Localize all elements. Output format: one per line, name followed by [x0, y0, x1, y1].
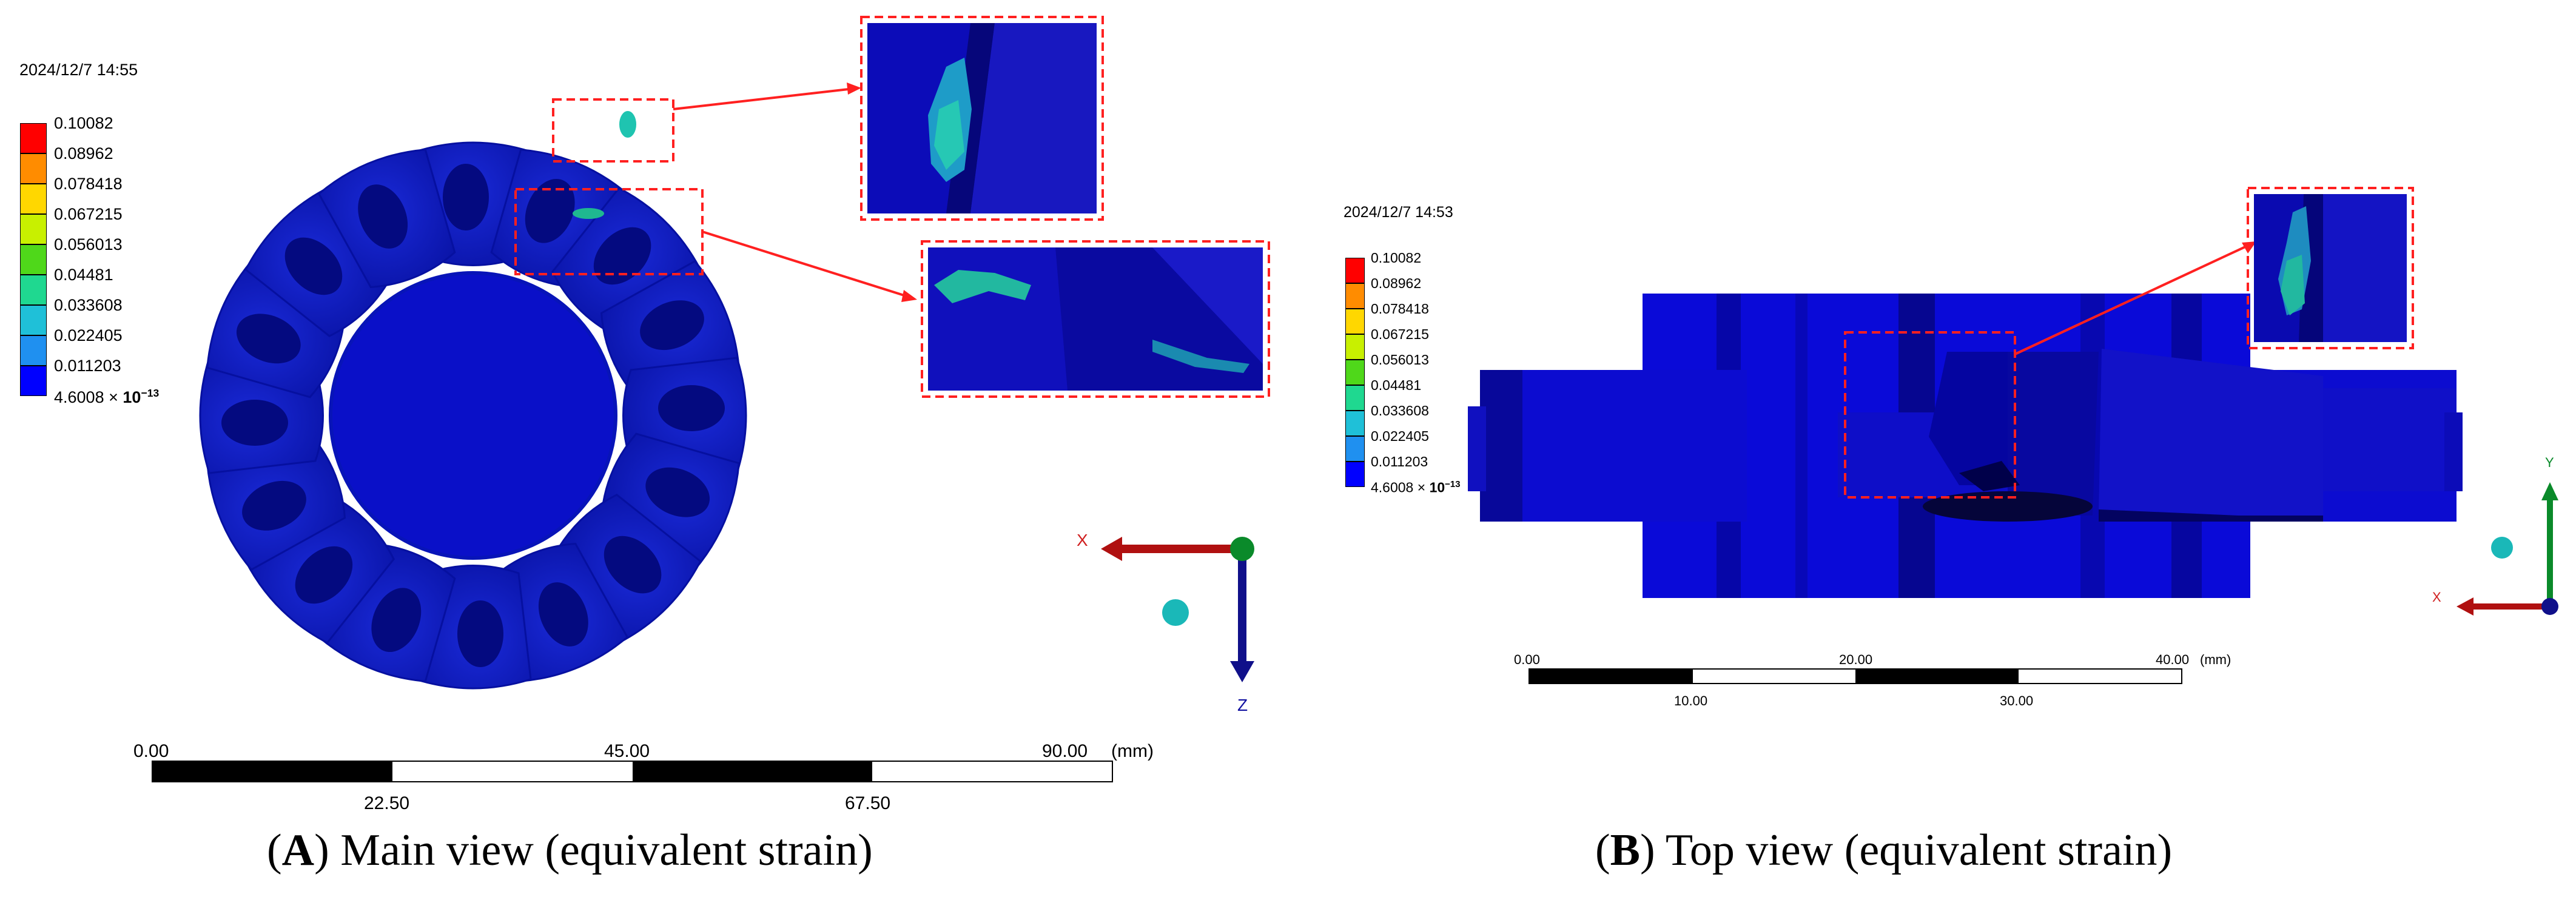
legend-swatch — [20, 366, 47, 396]
scale-label: 0.00 — [1514, 652, 1540, 667]
scale-label: 45.00 — [604, 741, 650, 761]
scale-label: 22.50 — [364, 793, 410, 813]
legend-swatch — [1345, 309, 1365, 334]
scale-bar — [1528, 668, 2182, 684]
zoom-arrow-head — [901, 290, 917, 302]
legend-value: 0.04481 — [1371, 377, 1422, 394]
legend-value: 0.033608 — [54, 296, 123, 315]
legend-value: 0.011203 — [54, 357, 121, 375]
legend-swatch — [1345, 283, 1365, 309]
legend-value: 0.08962 — [54, 144, 113, 163]
legend-swatch — [1345, 258, 1365, 283]
legend-value: 0.033608 — [1371, 403, 1429, 419]
figure-caption: (A) Main view (equivalent strain) — [267, 825, 873, 875]
axis-y-label: Y — [2545, 455, 2554, 470]
zoom-inset — [2247, 187, 2414, 349]
legend-min-base: 10 — [123, 388, 141, 407]
legend-swatch — [20, 275, 47, 305]
legend-swatch — [20, 153, 47, 184]
legend-swatch — [1345, 462, 1365, 487]
ring-segment — [551, 494, 702, 644]
scale-label: 30.00 — [2000, 693, 2034, 708]
rotor-segment — [2008, 352, 2099, 516]
legend-min-base: 10 — [1429, 480, 1445, 496]
legend-swatch — [1345, 411, 1365, 436]
legend-swatch — [20, 184, 47, 214]
coordinate-triad — [2457, 482, 2558, 616]
zoom-arrow — [702, 230, 910, 298]
ring-segment — [317, 149, 456, 289]
timestamp: 2024/12/7 14:53 — [1343, 204, 1453, 221]
legend-swatch — [1345, 436, 1365, 462]
axis-x-label: X — [2432, 590, 2441, 605]
legend-value: 0.10082 — [54, 114, 113, 133]
scale-label: 0.00 — [133, 741, 169, 761]
scale-label: 40.00 — [2156, 652, 2190, 667]
zoom-inset — [921, 240, 1270, 398]
ring-segment — [244, 494, 395, 644]
scale-label: 90.00 — [1042, 741, 1088, 761]
legend-swatch — [1345, 385, 1365, 411]
scale-label: 67.50 — [845, 793, 891, 813]
legend-value: 0.056013 — [1371, 352, 1429, 368]
axis-x-label: X — [1077, 531, 1088, 549]
panel-a-main-view: 2024/12/7 14:55 0.10082 0.08962 0.078418 0.… — [19, 16, 1270, 875]
coordinate-triad — [1101, 537, 1254, 682]
legend-value: 0.022405 — [1371, 428, 1429, 445]
legend-swatch — [20, 244, 47, 275]
legend-value: 0.056013 — [54, 235, 123, 254]
ring-core — [331, 273, 616, 558]
legend-swatch — [20, 123, 47, 153]
zoom-arrow — [673, 87, 855, 110]
highlight-box — [1844, 331, 2016, 499]
legend-min-mantissa: 4.6008 — [54, 388, 104, 407]
scale-label: 20.00 — [1839, 652, 1873, 667]
scale-unit: (mm) — [2200, 652, 2231, 667]
zoom-arrow-head — [847, 82, 861, 95]
legend-swatch — [20, 305, 47, 335]
ring-segment — [551, 187, 702, 337]
legend-swatch — [1345, 360, 1365, 385]
ring-segments — [199, 141, 747, 690]
zoom-inset — [860, 16, 1104, 221]
figure-caption: (B) Top view (equivalent strain) — [1595, 825, 2173, 875]
model-drawing: X Z — [199, 16, 1270, 714]
strain-hotspot — [619, 111, 636, 138]
legend-value: 0.011203 — [1371, 454, 1428, 470]
zoom-arrow — [2014, 244, 2250, 355]
legend-min-exponent: −13 — [141, 387, 160, 400]
legend-swatch — [1345, 334, 1365, 360]
shaft-left — [1480, 370, 1747, 522]
scale-bar — [152, 761, 1113, 782]
legend-min-value: 4.6008 × 10−13 — [54, 387, 159, 407]
legend-min-value: 4.6008 × 10−13 — [1371, 479, 1461, 496]
legend-min-times: × — [1417, 480, 1426, 496]
axis-z-label: Z — [1237, 696, 1248, 714]
scale-label: 10.00 — [1674, 693, 1708, 708]
panel-b-top-view: 2024/12/7 14:53 0.10082 0.08962 0.078418 0.… — [1292, 0, 2576, 897]
timestamp: 2024/12/7 14:55 — [19, 61, 138, 79]
legend-value: 0.067215 — [1371, 326, 1429, 343]
legend-value: 0.067215 — [54, 205, 123, 224]
legend-value: 0.08962 — [1371, 275, 1422, 292]
model-drawing: X Y — [1468, 187, 2558, 616]
legend-value: 0.022405 — [54, 326, 123, 345]
legend-min-times: × — [109, 388, 118, 407]
legend-min-exponent: −13 — [1445, 479, 1461, 490]
strain-hotspot — [573, 208, 604, 219]
legend-swatch — [20, 214, 47, 244]
legend-value: 0.078418 — [1371, 301, 1429, 317]
legend-value: 0.078418 — [54, 175, 123, 193]
legend-swatch — [20, 335, 47, 366]
legend-value: 0.10082 — [1371, 250, 1422, 266]
ring-core-edge — [329, 271, 617, 560]
highlight-box — [552, 98, 674, 163]
legend-value: 0.04481 — [54, 266, 113, 284]
scale-unit: (mm) — [1111, 741, 1154, 761]
legend-min-mantissa: 4.6008 — [1371, 480, 1414, 496]
